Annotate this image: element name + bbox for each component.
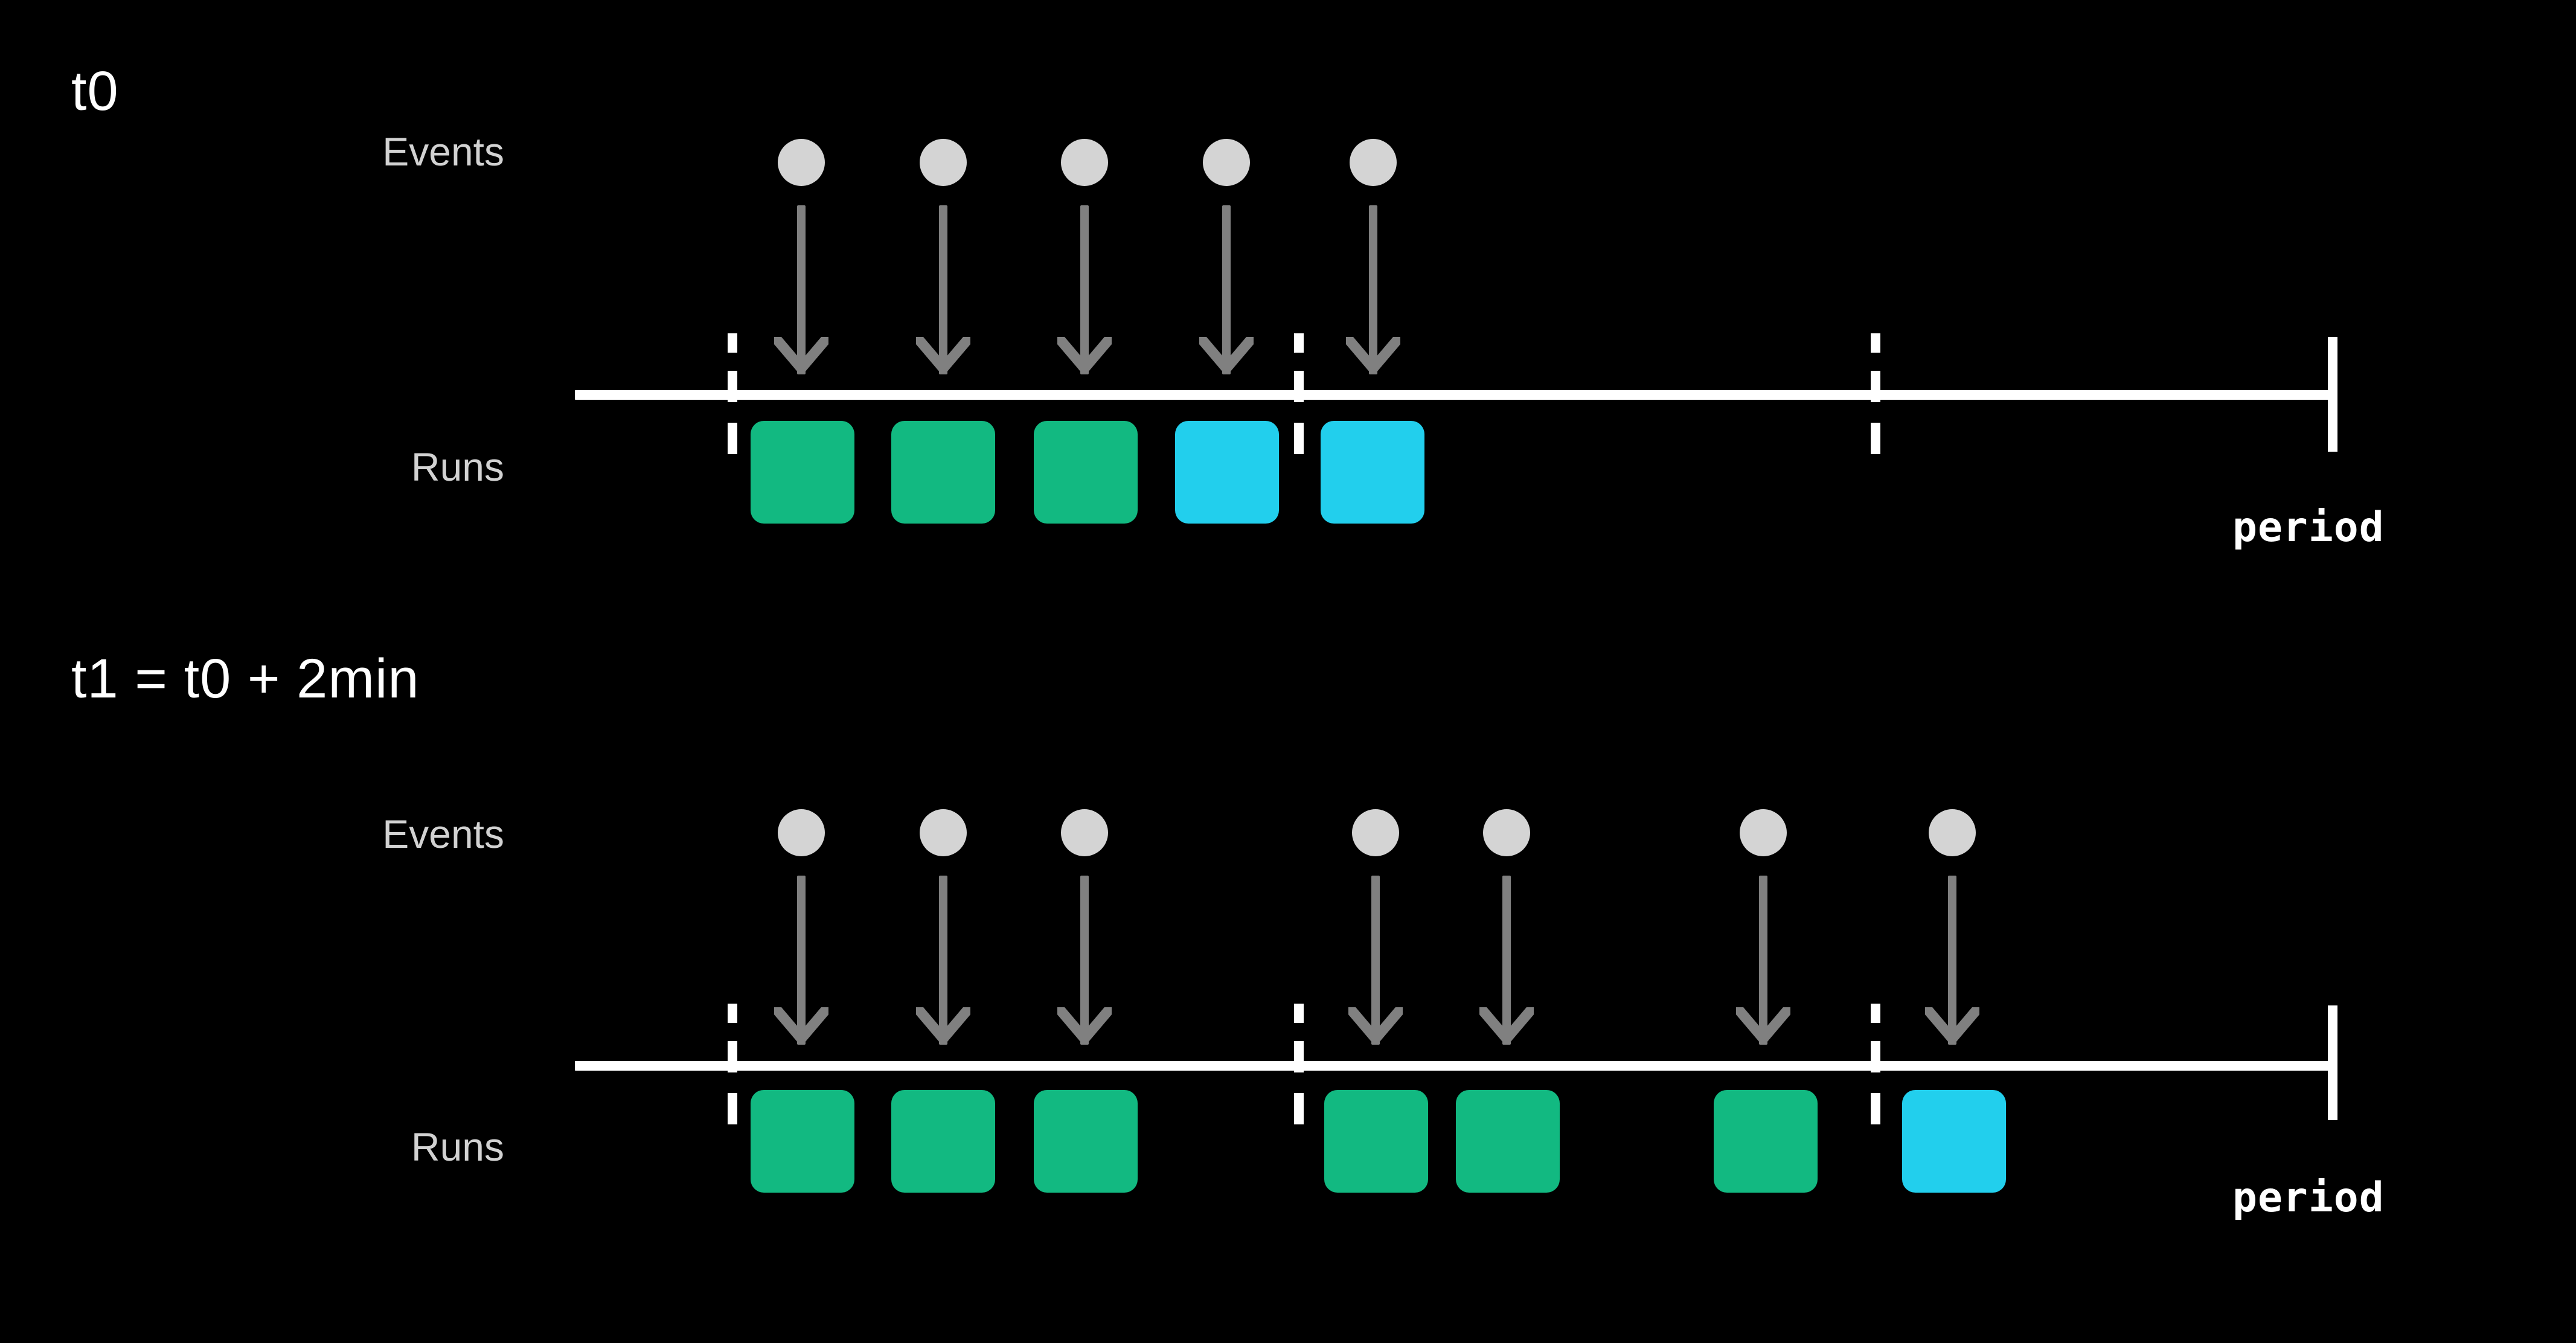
run-box bbox=[1034, 421, 1138, 524]
timeline-endcap-t1 bbox=[2328, 1005, 2337, 1120]
event-dot bbox=[1352, 809, 1399, 856]
event-dot bbox=[1061, 809, 1108, 856]
timeline-rail-t1 bbox=[575, 1061, 2336, 1071]
timeline-endcap-t0 bbox=[2328, 337, 2337, 452]
run-box bbox=[1324, 1090, 1428, 1193]
events-row-label-t0: Events bbox=[382, 129, 504, 174]
event-dot bbox=[1203, 139, 1250, 186]
event-dot bbox=[920, 139, 967, 186]
events-row-label-t1: Events bbox=[382, 812, 504, 856]
event-dot bbox=[1483, 809, 1530, 856]
run-box bbox=[1456, 1090, 1560, 1193]
run-box bbox=[1714, 1090, 1818, 1193]
event-dot bbox=[1929, 809, 1976, 856]
event-dot bbox=[1350, 139, 1397, 186]
boundary-marker-t0-1 bbox=[728, 333, 737, 459]
run-box bbox=[1321, 421, 1424, 524]
runs-row-label-t0: Runs bbox=[411, 444, 504, 489]
section-time-label-t1: t1 = t0 + 2min bbox=[71, 648, 420, 710]
boundary-marker-t0-2 bbox=[1294, 333, 1304, 459]
event-dot bbox=[1740, 809, 1787, 856]
section-time-label-t0: t0 bbox=[71, 60, 119, 122]
run-box bbox=[891, 1090, 995, 1193]
run-box bbox=[1034, 1090, 1138, 1193]
boundary-marker-t1-2 bbox=[1294, 1004, 1304, 1129]
boundary-marker-t1-1 bbox=[728, 1004, 737, 1129]
run-box bbox=[891, 421, 995, 524]
run-box bbox=[1175, 421, 1279, 524]
period-caption-t1: period bbox=[2232, 1174, 2385, 1222]
timeline-rail-t0 bbox=[575, 390, 2336, 400]
period-caption-t0: period bbox=[2232, 504, 2385, 551]
event-dot bbox=[920, 809, 967, 856]
event-dot bbox=[778, 809, 825, 856]
run-box bbox=[751, 1090, 854, 1193]
runs-row-label-t1: Runs bbox=[411, 1124, 504, 1169]
run-box bbox=[1902, 1090, 2006, 1193]
boundary-marker-t0-3 bbox=[1871, 333, 1880, 459]
boundary-marker-t1-3 bbox=[1871, 1004, 1880, 1129]
event-dot bbox=[778, 139, 825, 186]
run-box bbox=[751, 421, 854, 524]
event-dot bbox=[1061, 139, 1108, 186]
